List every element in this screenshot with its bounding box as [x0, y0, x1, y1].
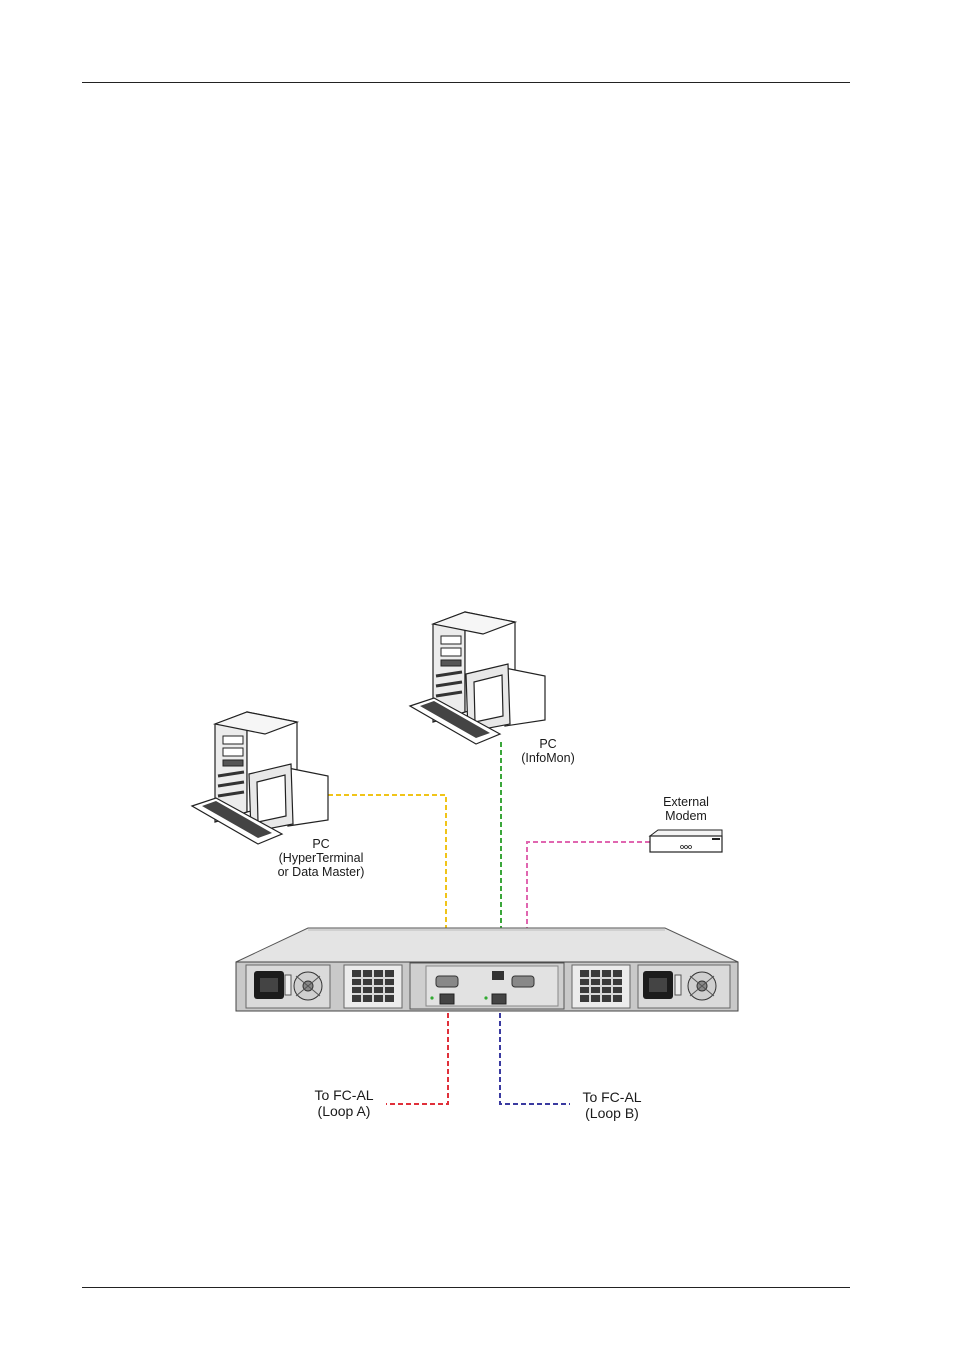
loop-a-label-2: (Loop A)	[318, 1103, 371, 1119]
pc-hyperterminal-label-1: PC	[312, 837, 329, 851]
monitor-back	[287, 767, 329, 827]
drive-bay	[440, 635, 462, 645]
modem-led	[688, 845, 692, 849]
drive-bay	[222, 759, 244, 767]
tower-top	[212, 711, 300, 735]
tower-vent	[217, 770, 245, 778]
drive-bay	[222, 747, 244, 757]
modem-label-1: External	[663, 795, 709, 809]
enclosure-fc-port-b	[491, 993, 507, 1005]
tower-vent	[435, 690, 463, 698]
cooling-grill	[352, 970, 394, 1002]
cooling-grill	[580, 970, 622, 1002]
modem-badge	[712, 838, 720, 840]
keyboard-keys	[420, 701, 490, 738]
monitor-screen	[256, 774, 287, 823]
enclosure-top	[235, 927, 739, 963]
tower-vent	[217, 780, 245, 788]
header-rule	[82, 82, 850, 83]
enclosure-rs232-port	[435, 975, 459, 988]
monitor-screen	[473, 674, 504, 723]
enclosure-fc-port-a	[439, 993, 455, 1005]
loop-b-label-2: (Loop B)	[585, 1105, 639, 1121]
enclosure-ethernet-port	[492, 971, 504, 980]
loop-a-label-1: To FC-AL	[314, 1087, 373, 1103]
pc-hyperterminal	[190, 711, 329, 845]
monitor-back	[504, 667, 546, 727]
modem-top	[648, 829, 723, 837]
tower-vent	[435, 680, 463, 688]
drive-bay	[440, 647, 462, 657]
tower-top	[430, 611, 518, 635]
pc-infomon	[408, 611, 546, 745]
storage-enclosure	[235, 927, 739, 1012]
pc-infomon-label-1: PC	[539, 737, 556, 751]
fc-cable-loop-a-red	[386, 1005, 449, 1105]
loop-b-label-1: To FC-AL	[582, 1089, 641, 1105]
drive-bay	[222, 735, 244, 745]
fan-grill	[295, 975, 321, 997]
fc-cable-loop-b-blue	[499, 1005, 570, 1105]
modem-led	[680, 845, 684, 849]
drive-bay	[440, 659, 462, 667]
status-led	[430, 996, 434, 1000]
status-led	[484, 996, 488, 1000]
external-modem	[648, 829, 723, 853]
power-inlet-pins	[260, 978, 278, 992]
modem-label-2: Modem	[665, 809, 707, 823]
connection-lines	[328, 742, 650, 1105]
tower-vent	[435, 670, 463, 678]
pc-infomon-label-2: (InfoMon)	[521, 751, 575, 765]
psu-handle	[284, 974, 292, 996]
enclosure-modem-port	[511, 975, 535, 988]
modem-led	[684, 845, 688, 849]
footer-rule	[82, 1287, 850, 1288]
keyboard-keys	[202, 801, 272, 838]
fan-grill	[689, 975, 715, 997]
pc-hyperterminal-label-3: or Data Master)	[278, 865, 365, 879]
power-inlet-pins	[649, 978, 667, 992]
pc-hyperterminal-label-2: (HyperTerminal	[279, 851, 364, 865]
psu-handle	[674, 974, 682, 996]
tower-vent	[217, 790, 245, 798]
modem-body	[649, 835, 723, 853]
